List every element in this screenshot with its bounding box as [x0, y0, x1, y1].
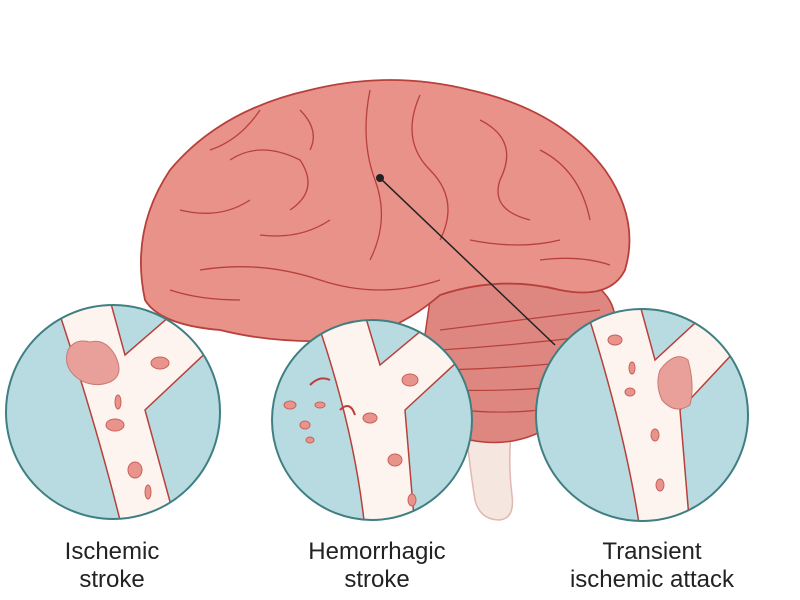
label-line-1: Ischemic — [64, 538, 160, 565]
ischemic-stroke-inset — [5, 304, 221, 520]
brain-gyri — [169, 89, 611, 301]
transient-ischemic-attack-inset — [535, 308, 749, 522]
label-line-2: ischemic attack — [569, 566, 735, 593]
label-line-2: stroke — [344, 566, 410, 593]
pointer-dot — [376, 174, 384, 182]
label-ischemic-stroke: Ischemic stroke — [0, 538, 232, 594]
label-line-1: Hemorrhagic — [308, 538, 446, 565]
hemorrhagic-stroke-inset — [271, 319, 473, 521]
label-transient-ischemic-attack: Transient ischemic attack — [532, 538, 772, 594]
label-hemorrhagic-stroke: Hemorrhagic stroke — [257, 538, 497, 594]
label-line-2: stroke — [79, 566, 145, 593]
pointer-line — [379, 177, 556, 346]
label-line-1: Transient — [602, 538, 702, 565]
